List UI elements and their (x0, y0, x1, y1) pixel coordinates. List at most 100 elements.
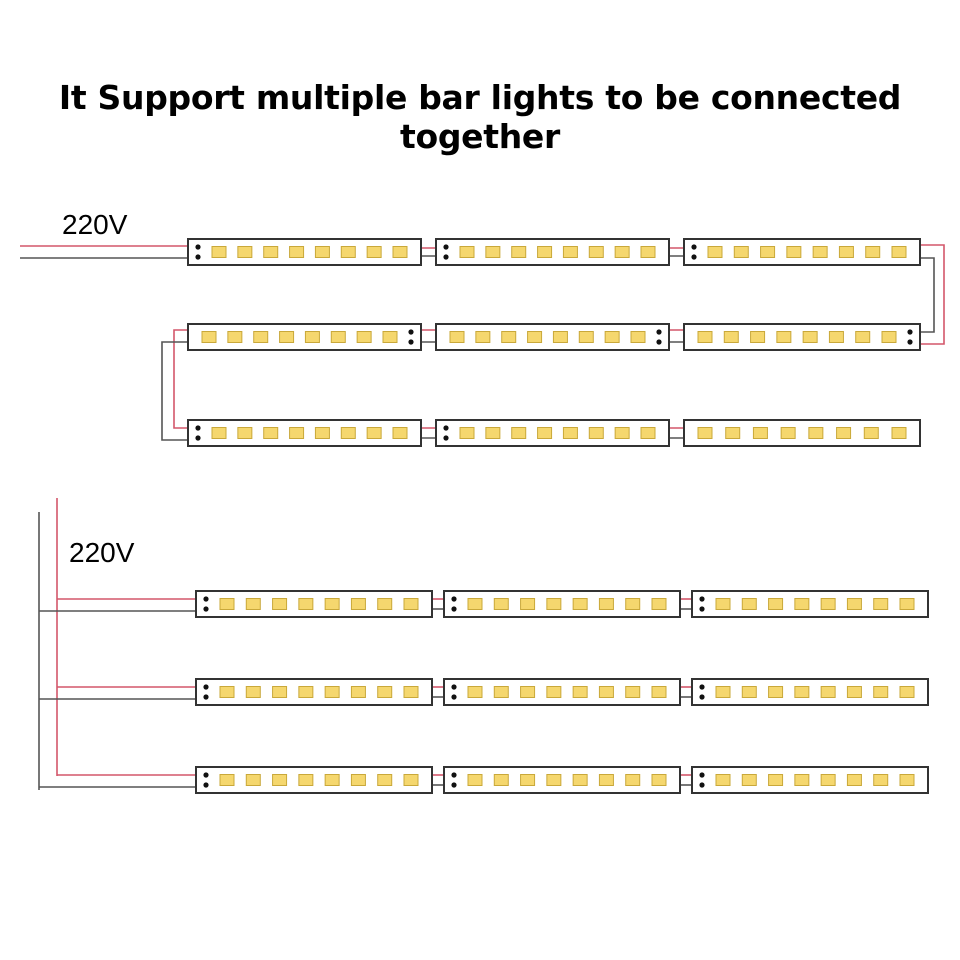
terminal-dot (443, 425, 449, 431)
light-bars (187, 238, 929, 794)
light-bar (691, 766, 929, 794)
bar-outline (691, 678, 929, 706)
led-chip (245, 774, 261, 786)
led-chip (733, 246, 749, 258)
bar-outline (195, 590, 433, 618)
led-chip (630, 331, 646, 343)
led-chip (750, 331, 766, 343)
light-bar (187, 323, 422, 351)
neutral-wire (161, 341, 188, 441)
led-chip (340, 427, 356, 439)
led-chip (836, 427, 852, 439)
led-chip (356, 331, 372, 343)
led-chip (366, 427, 382, 439)
led-chip (546, 598, 562, 610)
led-chip (820, 686, 836, 698)
terminal-dot (203, 606, 209, 612)
terminal-dot (451, 782, 457, 788)
led-chip (588, 427, 604, 439)
led-chip (846, 686, 862, 698)
led-chip (640, 246, 656, 258)
terminal-dot (691, 244, 697, 250)
led-chip (485, 246, 501, 258)
led-chip (598, 686, 614, 698)
led-chip (511, 246, 527, 258)
led-chip (891, 246, 907, 258)
led-chip (467, 598, 483, 610)
terminal-dot (443, 254, 449, 260)
led-chip (366, 246, 382, 258)
led-chip (881, 331, 897, 343)
led-chip (485, 427, 501, 439)
light-bar (683, 419, 921, 447)
led-chip (377, 686, 393, 698)
led-chip (715, 598, 731, 610)
led-chip (272, 598, 288, 610)
terminal-dot (699, 606, 705, 612)
led-chip (475, 331, 491, 343)
led-chip (846, 598, 862, 610)
bar-outline (435, 419, 670, 447)
led-chip (298, 686, 314, 698)
terminal-dot (699, 772, 705, 778)
live-wire (920, 244, 945, 345)
bar-outline (443, 678, 681, 706)
led-chip (899, 686, 915, 698)
led-chip (794, 686, 810, 698)
led-chip (272, 686, 288, 698)
led-chip (552, 331, 568, 343)
led-chip (211, 427, 227, 439)
bar-outline (195, 766, 433, 794)
led-chip (640, 427, 656, 439)
bar-outline (187, 323, 422, 351)
led-chip (227, 331, 243, 343)
led-chip (752, 427, 768, 439)
led-chip (780, 427, 796, 439)
led-chip (377, 598, 393, 610)
led-chip (537, 427, 553, 439)
led-chip (298, 598, 314, 610)
led-chip (546, 774, 562, 786)
led-chip (382, 331, 398, 343)
led-chip (511, 427, 527, 439)
terminal-dot (451, 694, 457, 700)
led-chip (768, 686, 784, 698)
led-chip (350, 774, 366, 786)
led-chip (820, 774, 836, 786)
terminal-dot (656, 329, 662, 335)
led-chip (245, 598, 261, 610)
led-chip (651, 774, 667, 786)
led-chip (808, 427, 824, 439)
led-chip (578, 331, 594, 343)
led-chip (651, 598, 667, 610)
bar-outline (443, 766, 681, 794)
led-chip (350, 598, 366, 610)
light-bar (195, 590, 433, 618)
led-chip (245, 686, 261, 698)
led-chip (520, 686, 536, 698)
led-chip (838, 246, 854, 258)
led-chip (201, 331, 217, 343)
led-chip (865, 246, 881, 258)
light-bar (443, 766, 681, 794)
light-bar (187, 419, 422, 447)
led-chip (588, 246, 604, 258)
terminal-dot (443, 244, 449, 250)
led-chip (219, 774, 235, 786)
led-chip (324, 598, 340, 610)
led-chip (741, 774, 757, 786)
terminal-dot (907, 339, 913, 345)
terminal-dot (691, 254, 697, 260)
led-chip (776, 331, 792, 343)
led-chip (891, 427, 907, 439)
led-chip (263, 246, 279, 258)
led-chip (697, 331, 713, 343)
terminal-dot (408, 329, 414, 335)
led-chip (527, 331, 543, 343)
led-chip (459, 427, 475, 439)
light-bar (691, 590, 929, 618)
led-chip (377, 774, 393, 786)
terminal-dot (408, 339, 414, 345)
light-bar (195, 678, 433, 706)
